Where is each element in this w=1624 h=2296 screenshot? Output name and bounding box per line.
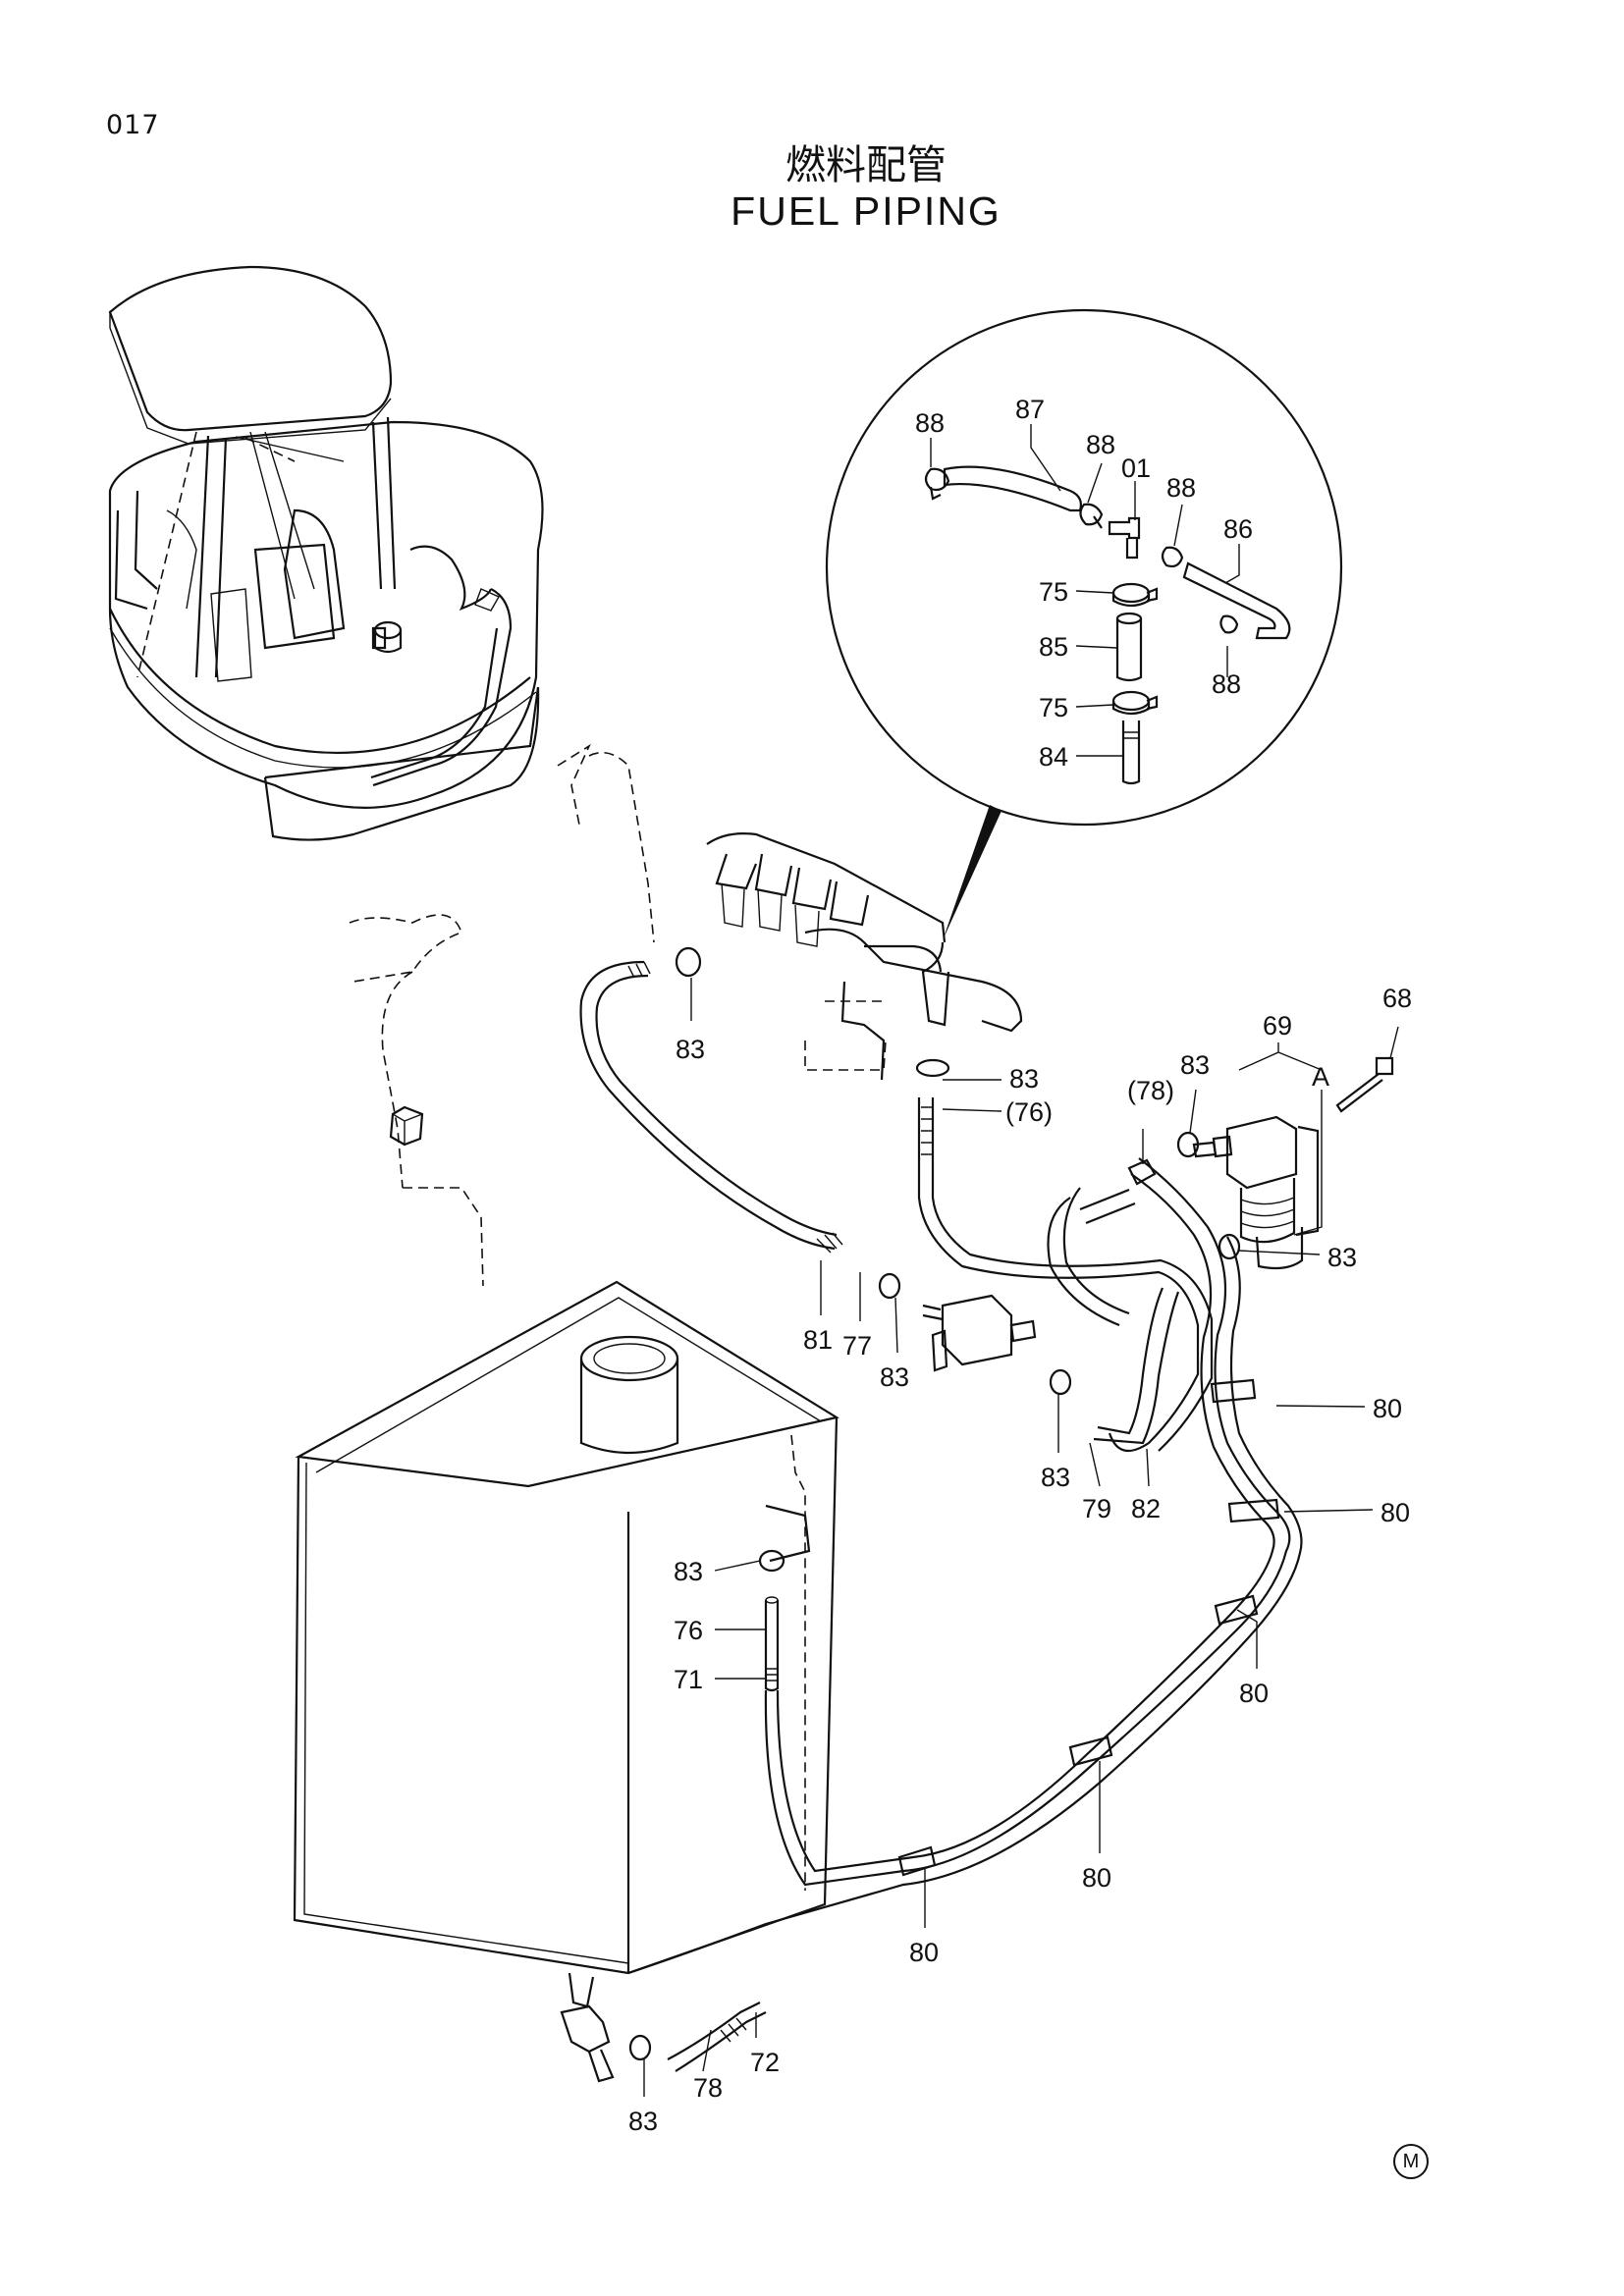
callout-83: 83 (676, 1035, 705, 1064)
callout-78: 78 (693, 2073, 723, 2103)
callout-88: 88 (915, 408, 945, 438)
small-clamps-83 (628, 946, 1241, 2061)
callout-80: 80 (1380, 1498, 1410, 1527)
callout-83: 83 (1327, 1243, 1357, 1272)
callout-78: (78) (1127, 1076, 1174, 1105)
callout-75: 75 (1039, 577, 1068, 607)
callout-69: 69 (1263, 1011, 1292, 1041)
page-title-english: FUEL PIPING (731, 188, 1001, 234)
page-title-japanese: 燃料配管 (785, 141, 947, 188)
callout-76: 76 (674, 1616, 703, 1645)
injection-pump-illustration (706, 805, 1023, 1081)
callout-80: 80 (1239, 1679, 1269, 1708)
callout-01: 01 (1121, 454, 1151, 483)
callout-88: 88 (1166, 473, 1196, 503)
fuel-filter-assembly (1192, 1056, 1394, 1270)
callout-83: 83 (1009, 1064, 1039, 1094)
callout-76: (76) (1005, 1097, 1053, 1127)
callout-labels: 88 87 88 01 88 86 75 85 88 75 84 83 83 (… (628, 395, 1412, 2136)
callout-72: 72 (750, 2048, 780, 2077)
callout-83: 83 (880, 1362, 909, 1392)
detail-circle (825, 308, 1343, 827)
hose-clamps (897, 1378, 1280, 1877)
callout-83: 83 (628, 2107, 658, 2136)
callout-80: 80 (1082, 1863, 1111, 1893)
callout-75: 75 (1039, 693, 1068, 722)
machine-cab-illustration (108, 265, 544, 841)
callout-83: 83 (1180, 1050, 1210, 1080)
callout-86: 86 (1223, 514, 1253, 544)
leader-lines (643, 424, 1399, 2097)
callout-79: 79 (1082, 1494, 1111, 1523)
callout-84: 84 (1039, 742, 1068, 772)
callout-88: 88 (1086, 430, 1115, 459)
fuel-hoses (579, 960, 1303, 2072)
fuel-pump (922, 1294, 1037, 1372)
callout-68: 68 (1382, 984, 1412, 1013)
manufacturer-mark: M (1393, 2144, 1429, 2179)
callout-81: 81 (803, 1325, 833, 1355)
fuel-tank (293, 1280, 839, 2083)
callout-80: 80 (909, 1938, 939, 1967)
callout-83: 83 (1041, 1463, 1070, 1492)
callout-71: 71 (674, 1665, 703, 1694)
page-number: 017 (106, 110, 160, 140)
callout-88: 88 (1212, 669, 1241, 699)
callout-77: 77 (842, 1331, 872, 1361)
callout-87: 87 (1015, 395, 1045, 424)
callout-80: 80 (1373, 1394, 1402, 1423)
callout-82: 82 (1131, 1494, 1161, 1523)
engine-frame-outline (349, 743, 655, 1287)
callout-A: A (1312, 1062, 1329, 1092)
callout-85: 85 (1039, 632, 1068, 662)
callout-83: 83 (674, 1557, 703, 1586)
